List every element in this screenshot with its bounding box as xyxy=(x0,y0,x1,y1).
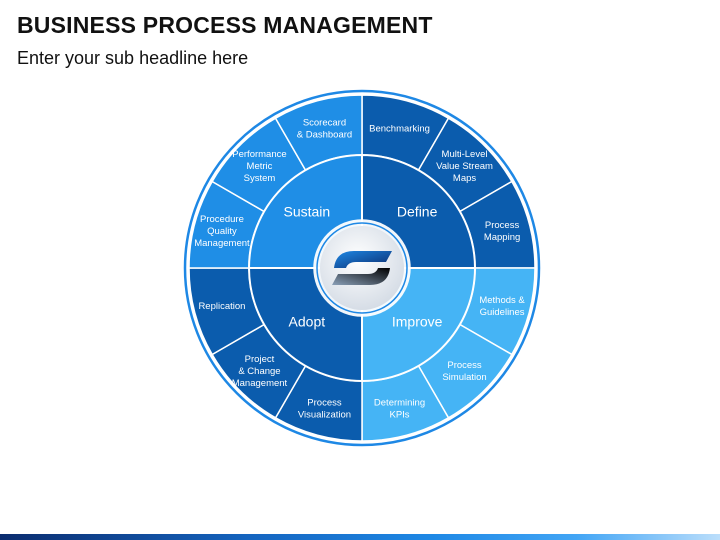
center-hub xyxy=(313,219,411,317)
segment-label: Scorecard& Dashboard xyxy=(297,117,352,140)
quadrant-label: Improve xyxy=(392,314,443,330)
segment-label: Methods &Guidelines xyxy=(479,295,525,318)
segment-label: Benchmarking xyxy=(369,123,430,134)
quadrant-label: Define xyxy=(397,203,438,219)
page-subtitle: Enter your sub headline here xyxy=(17,48,249,68)
refresh-loop-icon xyxy=(332,251,392,285)
footer-gradient-bar xyxy=(0,534,720,540)
wheel-outer-ring xyxy=(183,89,541,447)
center-disc xyxy=(320,226,404,310)
quadrant-label: Adopt xyxy=(289,314,326,330)
segment-label: Replication xyxy=(198,301,245,312)
page-title: BUSINESS PROCESS MANAGEMENT xyxy=(17,12,433,38)
quadrant-label: Sustain xyxy=(283,203,330,219)
